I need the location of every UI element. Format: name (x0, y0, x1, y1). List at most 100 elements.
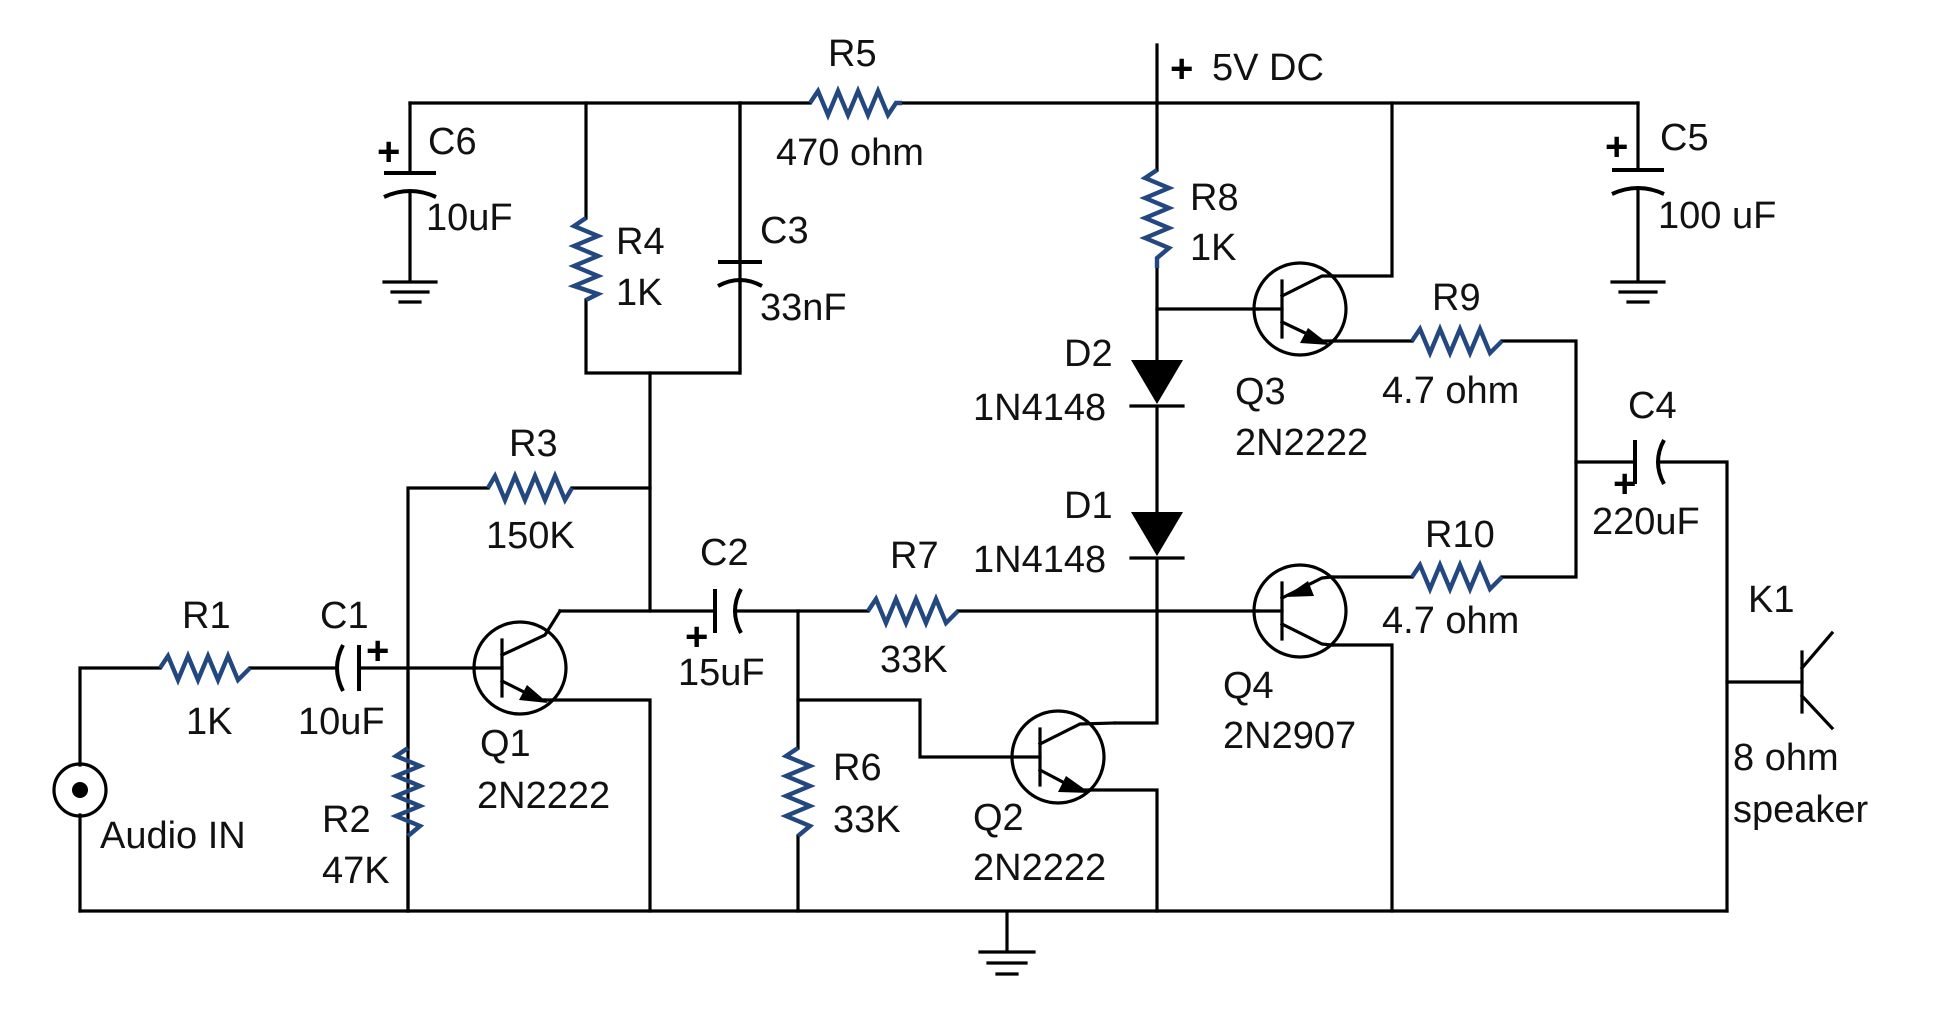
d1-value: 1N4148 (973, 539, 1106, 581)
q1-value: 2N2222 (477, 775, 610, 817)
capacitor-c4-curved-plate (1656, 439, 1666, 485)
wire-q2-emitter (1088, 788, 1159, 913)
wire-d1-q2 (1113, 558, 1159, 725)
r7-ref: R7 (890, 535, 939, 577)
d2-value: 1N4148 (973, 387, 1106, 429)
polarity-marks: + + + + + + (366, 47, 1636, 673)
audio-jack-ring (52, 762, 108, 818)
transistor-q3-body (1252, 261, 1348, 357)
r6-value: 33K (833, 799, 901, 841)
r8-ref: R8 (1190, 177, 1239, 219)
resistor-r1 (158, 650, 252, 686)
r4-value: 1K (616, 272, 662, 314)
r9-ref: R9 (1432, 277, 1481, 319)
r10-value: 4.7 ohm (1382, 600, 1519, 642)
k1-ref: K1 (1748, 579, 1794, 621)
diode-d1-triangle (1131, 512, 1183, 556)
k1-value-line1: 8 ohm (1733, 737, 1839, 779)
q2-ref: Q2 (973, 797, 1024, 839)
r5-value: 470 ohm (776, 132, 924, 174)
c5-ref: C5 (1660, 117, 1709, 159)
transistor-q2-emitter-arrow (1058, 776, 1090, 793)
r6-ref: R6 (833, 747, 882, 789)
c4-plus-mark: + (1613, 462, 1636, 506)
d2-ref: D2 (1064, 333, 1113, 375)
wire-q1-collector (558, 371, 652, 613)
transistor-q4-emitter-arrow (1285, 581, 1314, 597)
resistor-r10 (1410, 559, 1504, 595)
q4-value: 2N2907 (1223, 715, 1356, 757)
c3-value: 33nF (760, 287, 847, 329)
c5-value: 100 uF (1658, 195, 1776, 237)
speaker-k1 (1799, 630, 1835, 731)
transistor-q1 (472, 608, 568, 716)
c6-plus-mark: + (377, 130, 400, 174)
c1-value: 10uF (298, 701, 385, 743)
transistor-q1-emitter-arrow (519, 685, 548, 703)
wire-ground-rail (78, 909, 1729, 952)
c1-ref: C1 (320, 595, 369, 637)
resistor-r5 (808, 85, 902, 121)
r3-ref: R3 (509, 423, 558, 465)
resistor-r3 (486, 470, 574, 506)
r2-value: 47K (322, 850, 390, 892)
resistor-r9 (1410, 323, 1504, 359)
transistor-q2-collector-lead (1037, 721, 1117, 747)
resistor-r7 (866, 593, 960, 629)
diode-d2-triangle (1131, 360, 1183, 404)
wire-r9 (1330, 339, 1578, 579)
k1-value-line2: speaker (1733, 789, 1869, 831)
transistor-q4-collector-lead (1279, 621, 1334, 647)
q2-value: 2N2222 (973, 847, 1106, 889)
c6-value: 10uF (426, 197, 513, 239)
speaker-k1-lower-arm (1799, 693, 1835, 731)
capacitor-c2-curved-plate (733, 588, 743, 634)
c2-plus-mark: + (685, 615, 708, 659)
labels: 5V DC R5 470 ohm C6 10uF R4 1K C3 33nF R… (100, 33, 1869, 892)
wire-input (78, 666, 477, 767)
transistor-q1-collector-lead (499, 608, 563, 658)
q3-value: 2N2222 (1235, 422, 1368, 464)
c3-ref: C3 (760, 210, 809, 252)
c1-plus-mark: + (366, 629, 389, 673)
wire-q4-collector (1330, 643, 1394, 913)
ground-c6 (382, 280, 438, 304)
wire-q3-collector (1330, 101, 1394, 278)
r5-ref: R5 (828, 33, 877, 75)
c2-ref: C2 (700, 532, 749, 574)
wire-q2-base (796, 698, 1014, 759)
capacitor-c3-curved-plate (717, 278, 763, 288)
transistor-q3-emitter-arrow (1300, 328, 1330, 345)
resistors (158, 85, 1504, 838)
r7-value: 33K (880, 639, 948, 681)
d1-ref: D1 (1064, 485, 1113, 527)
audio-in-label: Audio IN (100, 815, 246, 857)
resistor-r6 (780, 746, 816, 838)
r8-value: 1K (1190, 227, 1236, 269)
q1-ref: Q1 (480, 723, 531, 765)
capacitor-c5-curved-plate (1611, 186, 1665, 196)
resistor-r4 (567, 216, 604, 302)
ground-main (978, 950, 1036, 976)
speaker-k1-upper-arm (1799, 630, 1835, 671)
r1-ref: R1 (182, 595, 231, 637)
c5-plus-mark: + (1605, 125, 1628, 169)
wire-q1-emitter (543, 698, 652, 913)
capacitor-c1-curved-plate (335, 644, 345, 692)
c4-ref: C4 (1628, 385, 1677, 427)
r10-ref: R10 (1425, 514, 1495, 556)
diodes (1129, 360, 1185, 560)
transistor-q4-body (1252, 563, 1348, 659)
r2-ref: R2 (322, 799, 371, 841)
resistor-r8 (1139, 168, 1175, 268)
c2-value: 15uF (678, 652, 765, 694)
c6-ref: C6 (428, 121, 477, 163)
q4-ref: Q4 (1223, 665, 1274, 707)
capacitors (335, 168, 1666, 692)
audio-in-jack (52, 762, 108, 818)
supply-plus-mark: + (1170, 47, 1193, 91)
r1-value: 1K (186, 701, 232, 743)
r9-value: 4.7 ohm (1382, 370, 1519, 412)
ground-c5 (1610, 280, 1666, 304)
